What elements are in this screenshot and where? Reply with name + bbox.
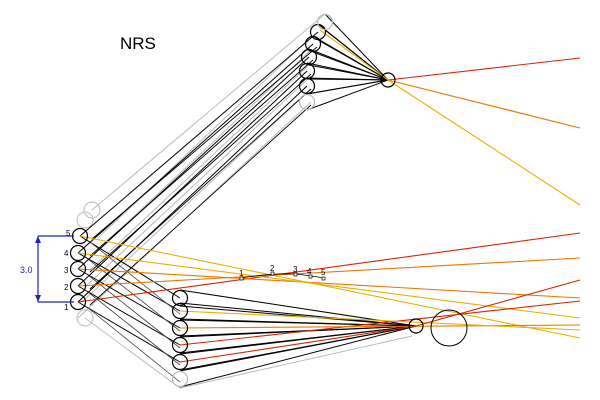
- ghost-line-4: [93, 49, 312, 255]
- dimension-marker: 3.0: [20, 235, 74, 303]
- fan-bottom-lower-2: [179, 325, 417, 354]
- ray-10: [179, 324, 581, 329]
- fiber-long-b-2: [89, 73, 312, 273]
- diagram-title: NRS: [120, 34, 156, 53]
- ray-13: [415, 279, 581, 327]
- fan-bottom-lower-0: [179, 325, 417, 388]
- fan-bottom-lower-4: [179, 318, 417, 327]
- fiber-diagonal-b-4: [89, 241, 181, 315]
- bottom-fiber-2: [171, 336, 189, 354]
- ghost-node-2: [83, 201, 101, 219]
- fiber-nodes: [69, 13, 424, 388]
- fan-bottom-lower-3: [179, 325, 417, 337]
- fan-top-upper-6: [324, 13, 389, 81]
- fiber-long-1: [77, 70, 308, 287]
- fiber-number-4: 4: [64, 249, 69, 258]
- fiber-diagonal-b-0: [87, 307, 181, 383]
- ghost-line-top: [91, 13, 326, 211]
- ray-9: [179, 300, 581, 346]
- ghost-line-1: [81, 88, 312, 303]
- fan-top-lower-3: [308, 64, 389, 81]
- fiber-diagonal-4: [79, 235, 181, 299]
- ghost-node-1: [76, 211, 94, 229]
- fiber-number-2: 2: [64, 283, 69, 292]
- focus-node-top: [380, 72, 396, 88]
- ray-12: [179, 325, 417, 363]
- ray-7: [77, 252, 581, 319]
- ray-paths: [77, 29, 581, 363]
- path-number-1: 1: [239, 269, 244, 278]
- ghost-line-base: [84, 317, 181, 389]
- bottom-fiber-3: [171, 319, 189, 337]
- fiber-long-0: [77, 85, 308, 303]
- path-number-3: 3: [293, 265, 298, 274]
- fiber-long-b-1: [89, 88, 312, 290]
- ray-0: [387, 57, 581, 81]
- bottom-fiber-5: [171, 289, 189, 307]
- top-fiber-0: [298, 93, 316, 111]
- fiber-bundle: [77, 13, 417, 388]
- ray-3: [319, 29, 389, 81]
- top-fiber-2: [298, 62, 316, 80]
- fiber-long-4: [79, 31, 319, 237]
- fan-top-lower-1: [306, 79, 389, 95]
- lens-circle: [430, 309, 468, 347]
- ray-5: [77, 257, 581, 287]
- path-markers: 1 2 3 4 5: [239, 264, 326, 281]
- fiber-long-3: [77, 43, 314, 254]
- fan-top-lower-4: [312, 51, 389, 81]
- fan-bottom-lower-5: [179, 305, 417, 327]
- path-number-2: 2: [270, 264, 275, 273]
- fiber-number-labels: 1 2 3 4 5: [64, 229, 71, 312]
- ghost-node-0: [76, 309, 94, 327]
- fan-top-lower-0: [306, 79, 389, 111]
- fiber-long-b-4: [91, 46, 318, 240]
- top-fiber-4: [304, 35, 322, 53]
- fiber-long-2: [77, 56, 310, 270]
- ghost-line-5: [97, 36, 312, 239]
- left-fiber-1: [69, 277, 87, 295]
- ghost-line-2: [85, 75, 312, 287]
- fan-bottom-lower-1: [179, 325, 417, 371]
- ray-2: [387, 79, 581, 206]
- ray-1: [387, 79, 581, 129]
- ray-6: [77, 268, 581, 299]
- fiber-diagonal-b-1: [87, 291, 181, 366]
- ghost-line-3: [89, 62, 312, 271]
- fiber-long-b-3: [89, 59, 314, 257]
- ray-4: [77, 232, 581, 303]
- ghost-line-bottom: [179, 335, 413, 389]
- focus-node-bottom: [408, 318, 424, 334]
- bottom-fiber-4: [171, 302, 189, 320]
- ray-8: [79, 235, 581, 339]
- fiber-number-1: 1: [64, 303, 69, 312]
- ray-11: [179, 310, 581, 331]
- left-fiber-2: [69, 260, 87, 278]
- fiber-number-3: 3: [64, 266, 69, 275]
- fan-top-lower-5: [317, 39, 389, 81]
- bottom-fiber-0: [171, 370, 189, 388]
- fiber-diagonal-1: [77, 285, 181, 346]
- bottom-fiber-1: [171, 353, 189, 371]
- fiber-number-5: 5: [66, 229, 71, 238]
- path-number-5: 5: [321, 268, 326, 277]
- top-fiber-3: [300, 48, 318, 66]
- dimension-label: 3.0: [20, 265, 33, 275]
- top-fiber-6: [316, 13, 334, 31]
- fan-top-lower-2: [306, 78, 389, 81]
- path-number-4: 4: [307, 267, 312, 276]
- fiber-diagonal-3: [77, 252, 181, 312]
- left-fiber-3: [69, 244, 87, 262]
- fiber-diagonal-b-2: [87, 274, 181, 349]
